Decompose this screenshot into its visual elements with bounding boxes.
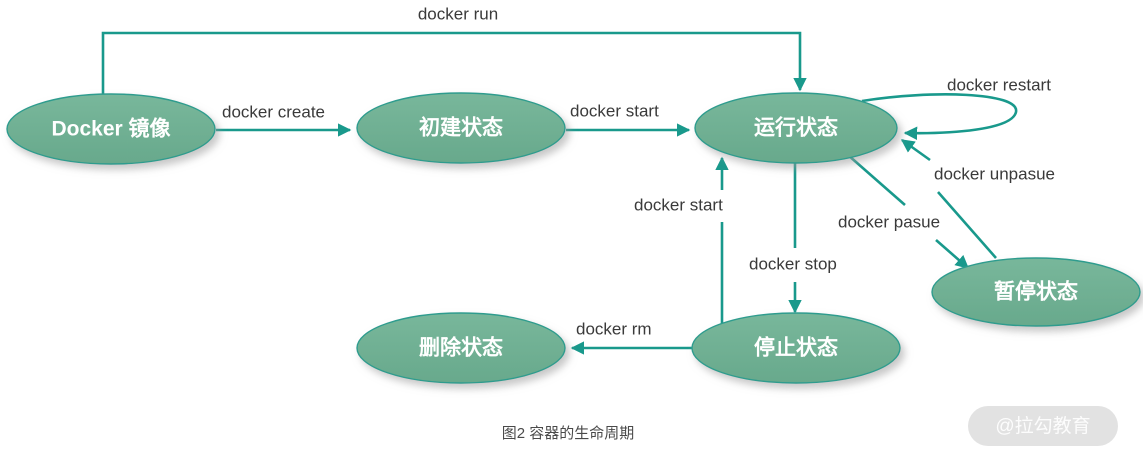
edge-docker-create: docker create [216,102,352,137]
edge-label-docker-restart: docker restart [947,75,1051,94]
watermark-label: @拉勾教育 [995,415,1090,437]
node-ellipse-removed[interactable] [356,312,566,384]
edge-label-docker-create: docker create [222,102,325,121]
node-label-docker-image: Docker 镜像 [51,117,171,141]
edge-docker-restart: docker restart [861,75,1051,141]
node-label-running: 运行状态 [754,116,838,140]
edge-docker-rm: docker rm [570,319,700,355]
edge-docker-unpasue: docker unpasue [900,138,1055,259]
node-created[interactable]: 初建状态 [356,92,566,164]
edge-label-docker-pasue: docker pasue [838,212,940,231]
edge-label-docker-run: docker run [418,4,498,23]
edge-label-docker-start-top: docker start [570,101,659,120]
node-paused[interactable]: 暂停状态 [931,257,1141,327]
figure-caption: 图2 容器的生命周期 [502,424,635,442]
node-ellipse-paused[interactable] [931,257,1141,327]
edge-docker-start-bottom: docker start [634,156,729,345]
edge-label-docker-start-bottom: docker start [634,195,723,214]
node-label-removed: 删除状态 [419,336,503,360]
node-label-created: 初建状态 [419,116,503,140]
edge-label-docker-stop: docker stop [749,254,837,273]
edge-docker-stop: docker stop [749,163,837,314]
edge-docker-start-top: docker start [566,101,691,137]
edge-docker-pasue: docker pasue [838,154,970,269]
watermark: @拉勾教育 [968,406,1118,446]
node-ellipse-created[interactable] [356,92,566,164]
node-running[interactable]: 运行状态 [694,92,898,164]
node-docker-image[interactable]: Docker 镜像 [6,93,216,165]
edge-label-docker-unpasue: docker unpasue [934,164,1055,183]
node-ellipse-running[interactable] [694,92,898,164]
watermark-pill [968,406,1118,446]
node-label-stopped: 停止状态 [754,336,838,360]
edge-docker-run: docker run [101,4,807,96]
node-removed[interactable]: 删除状态 [356,312,566,384]
node-label-paused: 暂停状态 [994,280,1078,304]
node-ellipse-docker-image[interactable] [6,93,216,165]
node-ellipse-stopped[interactable] [691,312,901,384]
node-stopped[interactable]: 停止状态 [691,312,901,384]
edge-label-docker-rm: docker rm [576,319,652,338]
